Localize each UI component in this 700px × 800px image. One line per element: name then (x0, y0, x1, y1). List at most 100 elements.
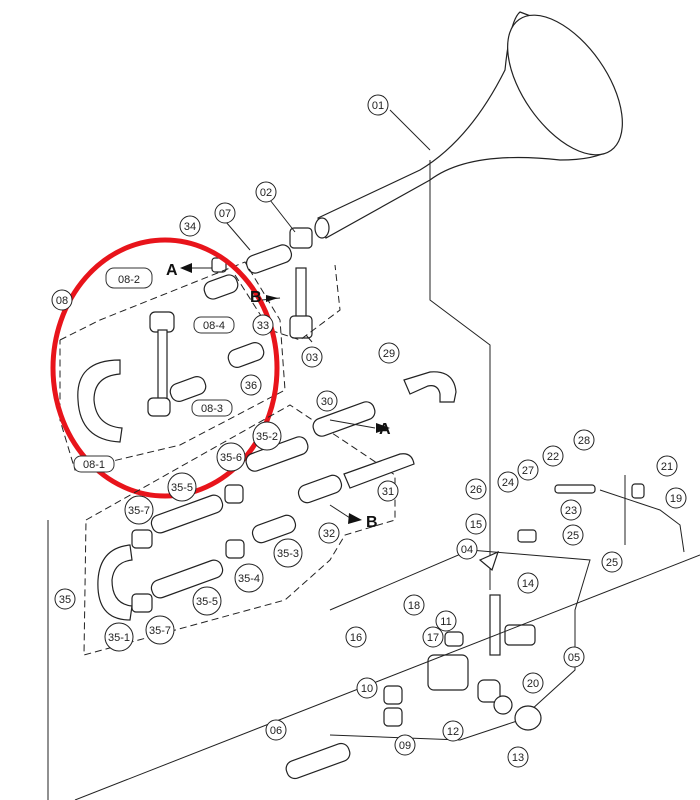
callout-20: 20 (522, 672, 544, 694)
callout-label: 35-3 (277, 548, 299, 560)
callout-circle (560, 499, 582, 521)
callout-label: 12 (447, 726, 459, 738)
arrow-a-line (329, 419, 376, 429)
tee-fitting-02 (289, 227, 313, 339)
callout-label: 19 (670, 493, 682, 505)
callout-label: 25 (567, 530, 579, 542)
callout-33: 33 (252, 314, 274, 336)
callout-label: 33 (257, 320, 269, 332)
callout-label: 13 (512, 752, 524, 764)
callout-35: 35 (54, 588, 76, 610)
callout-35-1: 35-1 (104, 622, 134, 652)
callout-35-2: 35-2 (252, 421, 282, 451)
callout-circle (192, 586, 222, 616)
callout-label: 21 (661, 461, 673, 473)
arrow-label-a-mid: A (379, 421, 391, 438)
subpart-08-1: 08-1 (73, 455, 115, 473)
callout-label: 32 (323, 528, 335, 540)
callout-label: 24 (502, 477, 514, 489)
callout-label: 31 (382, 486, 394, 498)
highlight-circle (50, 237, 280, 499)
subpart-08-4: 08-4 (193, 316, 235, 334)
arrow-label-b-mid: B (366, 514, 378, 531)
callout-14: 14 (517, 572, 539, 594)
callout-circle (394, 734, 416, 756)
callout-circle (601, 551, 623, 573)
callout-16: 16 (345, 626, 367, 648)
callout-35-6: 35-6 (216, 442, 246, 472)
callout-35-3: 35-3 (273, 538, 303, 568)
callout-label: 35-4 (238, 573, 260, 585)
callout-circle (301, 346, 323, 368)
callout-label: 09 (399, 740, 411, 752)
callout-label: 35-7 (128, 505, 150, 517)
callout-label: 23 (565, 505, 577, 517)
callout-11: 11 (435, 610, 457, 632)
callout-circle (465, 513, 487, 535)
callout-circle (656, 455, 678, 477)
callout-circle (563, 646, 585, 668)
callout-27: 27 (517, 459, 539, 481)
callout-32: 32 (318, 522, 340, 544)
callout-circle (252, 421, 282, 451)
callout-17: 17 (422, 626, 444, 648)
callout-35-5: 35-5 (192, 586, 222, 616)
callout-label: 35-7 (149, 625, 171, 637)
callout-label: 01 (372, 100, 384, 112)
callout-circle (316, 390, 338, 412)
callout-25: 25 (601, 551, 623, 573)
callout-circle (377, 480, 399, 502)
callout-circle (442, 720, 464, 742)
callout-circle (403, 594, 425, 616)
svg-text:08-3: 08-3 (201, 403, 223, 415)
callout-09: 09 (394, 734, 416, 756)
svg-text:08-2: 08-2 (118, 274, 140, 286)
hose-31 (343, 453, 415, 489)
arrow-b-line (329, 504, 351, 519)
callout-05: 05 (563, 646, 585, 668)
arrow-label-a-top: A (166, 262, 178, 279)
callout-circle (265, 719, 287, 741)
callout-13: 13 (507, 746, 529, 768)
tube-30 (312, 401, 376, 437)
callout-circle (522, 672, 544, 694)
leader-07 (225, 221, 251, 251)
callout-label: 07 (219, 208, 231, 220)
callout-circle (216, 442, 246, 472)
callout-31: 31 (377, 480, 399, 502)
callout-circle (234, 563, 264, 593)
callout-circle (252, 314, 274, 336)
assembly-08 (77, 257, 265, 443)
callout-circle (422, 626, 444, 648)
callout-label: 22 (547, 451, 559, 463)
callout-circle (465, 478, 487, 500)
callout-label: 15 (470, 519, 482, 531)
callout-circle (167, 472, 197, 502)
callout-circle (345, 626, 367, 648)
callout-36: 36 (240, 374, 262, 396)
horn-bell (314, 11, 623, 239)
callout-label: 35-5 (196, 596, 218, 608)
callout-29: 29 (378, 342, 400, 364)
callout-circle (51, 289, 73, 311)
tube-07 (245, 244, 293, 274)
callout-circle (573, 429, 595, 451)
callout-label: 36 (245, 380, 257, 392)
callout-18: 18 (403, 594, 425, 616)
callout-circle (497, 471, 519, 493)
tube-32 (297, 474, 343, 504)
leader-03 (305, 334, 313, 343)
leader-01 (389, 109, 431, 151)
callout-label: 35-1 (108, 632, 130, 644)
callout-21: 21 (656, 455, 678, 477)
callout-28: 28 (573, 429, 595, 451)
arrow-label-b-top: B (250, 289, 262, 306)
callout-label: 25 (606, 557, 618, 569)
callout-26: 26 (465, 478, 487, 500)
arrow-a-head (376, 423, 390, 433)
callout-35-7: 35-7 (145, 615, 175, 645)
callout-label: 06 (270, 725, 282, 737)
callout-label: 35-2 (256, 431, 278, 443)
callout-circle (435, 610, 457, 632)
